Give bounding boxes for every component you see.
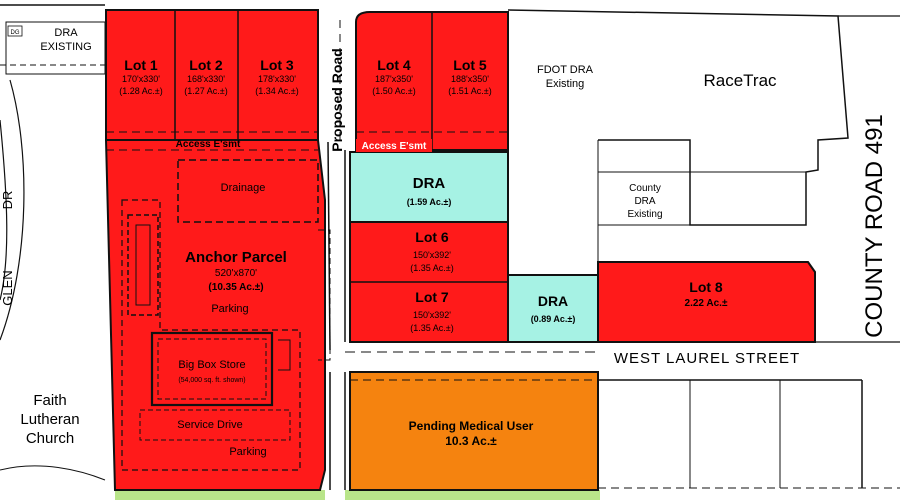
dr-label: DR bbox=[0, 191, 15, 210]
green-strip-left bbox=[115, 490, 325, 500]
lot-8-area: 2.22 Ac.± bbox=[685, 298, 728, 309]
lot-5-name: Lot 5 bbox=[453, 57, 487, 73]
fdot-dra-label-2: Existing bbox=[546, 78, 585, 90]
lot-7-area: (1.35 Ac.±) bbox=[410, 323, 453, 333]
church-label-3: Church bbox=[26, 430, 74, 447]
lots-4-5-block bbox=[355, 11, 509, 151]
lot-5-area: (1.51 Ac.±) bbox=[448, 86, 491, 96]
dra-small-name: DRA bbox=[538, 293, 568, 309]
parking-top-label: Parking bbox=[211, 303, 248, 315]
access-easement-right: Access E'smt bbox=[362, 141, 427, 152]
dra-small-block bbox=[507, 274, 599, 343]
lot-3-dims: 178'x330' bbox=[258, 74, 296, 84]
proposed-road-edges bbox=[327, 141, 346, 490]
anchor-parcel bbox=[104, 139, 331, 491]
lot-1-area: (1.28 Ac.±) bbox=[119, 86, 162, 96]
lot-5-dims: 188'x350' bbox=[451, 74, 489, 84]
lot-3-name: Lot 3 bbox=[260, 57, 294, 73]
lot-7-name: Lot 7 bbox=[415, 289, 449, 305]
lot-4-area: (1.50 Ac.±) bbox=[372, 86, 415, 96]
west-laurel-label: WEST LAUREL STREET bbox=[614, 350, 800, 367]
medical-block bbox=[349, 371, 599, 491]
small-code-label: DG bbox=[11, 30, 20, 36]
county-road-label: COUNTY ROAD 491 bbox=[861, 114, 888, 338]
lot-8-block bbox=[597, 261, 816, 343]
county-dra-label-3: Existing bbox=[627, 209, 662, 220]
medical-name: Pending Medical User bbox=[409, 419, 534, 433]
glen-label: GLEN bbox=[0, 270, 15, 305]
big-box-note: (54,000 sq. ft. shown) bbox=[178, 377, 245, 384]
dra-small-area: (0.89 Ac.±) bbox=[531, 314, 576, 324]
lot-6-area: (1.35 Ac.±) bbox=[410, 263, 453, 273]
lot-6-dims: 150'x392' bbox=[413, 250, 451, 260]
lot-7-dims: 150'x392' bbox=[413, 310, 451, 320]
lot-6-name: Lot 6 bbox=[415, 229, 449, 245]
anchor-area: (10.35 Ac.±) bbox=[208, 282, 263, 293]
church-label-1: Faith bbox=[33, 392, 66, 409]
church-label-2: Lutheran bbox=[20, 411, 79, 428]
county-dra-label-2: DRA bbox=[634, 196, 655, 207]
lot-3-area: (1.34 Ac.±) bbox=[255, 86, 298, 96]
dra-center-block bbox=[349, 151, 509, 223]
lot-1-name: Lot 1 bbox=[124, 57, 158, 73]
medical-area: 10.3 Ac.± bbox=[445, 434, 497, 448]
dra-existing-label-2: EXISTING bbox=[40, 41, 91, 53]
proposed-road-label: Proposed Road bbox=[329, 48, 345, 151]
county-dra-label-1: County bbox=[629, 183, 661, 194]
anchor-dims: 520'x870' bbox=[215, 268, 257, 279]
lot-4-dims: 187'x350' bbox=[375, 74, 413, 84]
racetrac-label: RaceTrac bbox=[703, 71, 777, 90]
dra-existing-label-1: DRA bbox=[54, 27, 78, 39]
lot-2-dims: 168'x330' bbox=[187, 74, 225, 84]
lot-1-dims: 170'x330' bbox=[122, 74, 160, 84]
anchor-name: Anchor Parcel bbox=[185, 249, 287, 266]
parking-bottom-label: Parking bbox=[229, 446, 266, 458]
big-box-label: Big Box Store bbox=[178, 359, 245, 371]
dra-center-name: DRA bbox=[413, 175, 446, 192]
fdot-dra-label-1: FDOT DRA bbox=[537, 64, 594, 76]
dra-center-area: (1.59 Ac.±) bbox=[407, 197, 452, 207]
lot-2-name: Lot 2 bbox=[189, 57, 223, 73]
lot-4-name: Lot 4 bbox=[377, 57, 411, 73]
access-easement-left: Access E'smt bbox=[176, 139, 241, 150]
lot-2-area: (1.27 Ac.±) bbox=[184, 86, 227, 96]
service-drive-label: Service Drive bbox=[177, 419, 242, 431]
green-strip-right bbox=[345, 490, 600, 500]
drainage-label: Drainage bbox=[221, 182, 266, 194]
lot-8-name: Lot 8 bbox=[689, 279, 723, 295]
